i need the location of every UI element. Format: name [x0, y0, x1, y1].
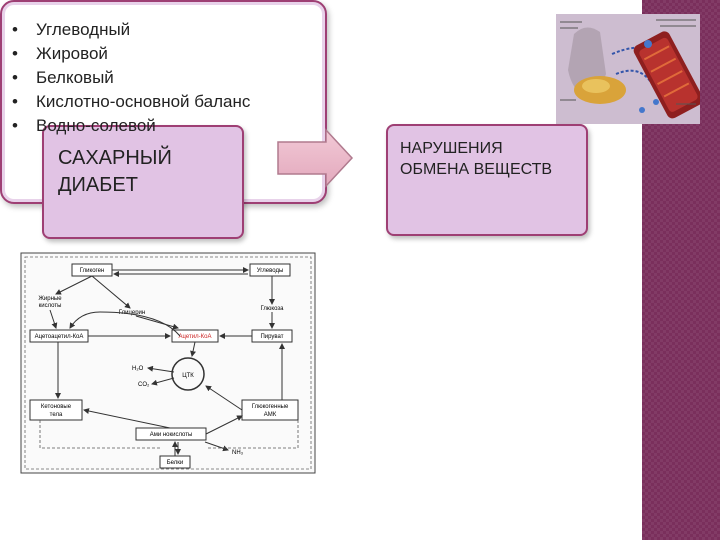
scheme-fatty-acids-2: кислоты [39, 303, 62, 309]
scheme-h2o: H₂O [132, 366, 144, 372]
diabetes-box: САХАРНЫЙ ДИАБЕТ [42, 125, 244, 239]
scheme-glucogenic-1: Глюкогенные [252, 404, 289, 410]
right-arrow-icon [277, 128, 354, 188]
disorders-list: •Углеводный •Жировой •Белковый •Кислотно… [12, 18, 250, 138]
list-item: •Кислотно-основной баланс [12, 92, 251, 111]
list-item: •Водно-солевой [12, 116, 156, 135]
scheme-glucose: Глюкоза [261, 306, 285, 312]
scheme-ketone-1: Кетоновые [41, 404, 72, 410]
list-item: •Жировой [12, 44, 108, 63]
scheme-acetyl-coa: Ацетил-КоА [179, 334, 212, 340]
anatomy-illustration [556, 14, 700, 124]
scheme-nh3: NH₃ [232, 450, 244, 456]
metabolism-scheme: Гликоген Углеводы Жирные кислоты Глицери… [20, 252, 316, 474]
scheme-acetoacetyl: Ацетоацетил-КоА [35, 334, 84, 340]
scheme-glycerol: Глицерин [119, 310, 145, 316]
scheme-ketone-2: тела [50, 412, 63, 418]
scheme-fatty-acids-1: Жирные [38, 296, 62, 302]
scheme-pyruvate: Пируват [260, 334, 283, 340]
scheme-co2: CO₂ [138, 382, 150, 388]
scheme-glycogen: Гликоген [80, 268, 105, 274]
metabolism-disorders-title: НАРУШЕНИЯ ОБМЕНА ВЕЩЕСТВ [400, 140, 553, 178]
list-item: •Белковый [12, 68, 114, 87]
diabetes-title: САХАРНЫЙ ДИАБЕТ [58, 147, 172, 196]
scheme-amino-acids: Ами нокислоты [150, 432, 193, 438]
scheme-carbohydrates: Углеводы [257, 268, 284, 274]
metabolism-disorders-box: НАРУШЕНИЯ ОБМЕНА ВЕЩЕСТВ [386, 124, 588, 236]
list-item: •Углеводный [12, 20, 131, 39]
scheme-glucogenic-2: АМК [264, 412, 277, 418]
scheme-tca: ЦТК [182, 373, 194, 379]
scheme-protein: Белки [167, 460, 184, 466]
